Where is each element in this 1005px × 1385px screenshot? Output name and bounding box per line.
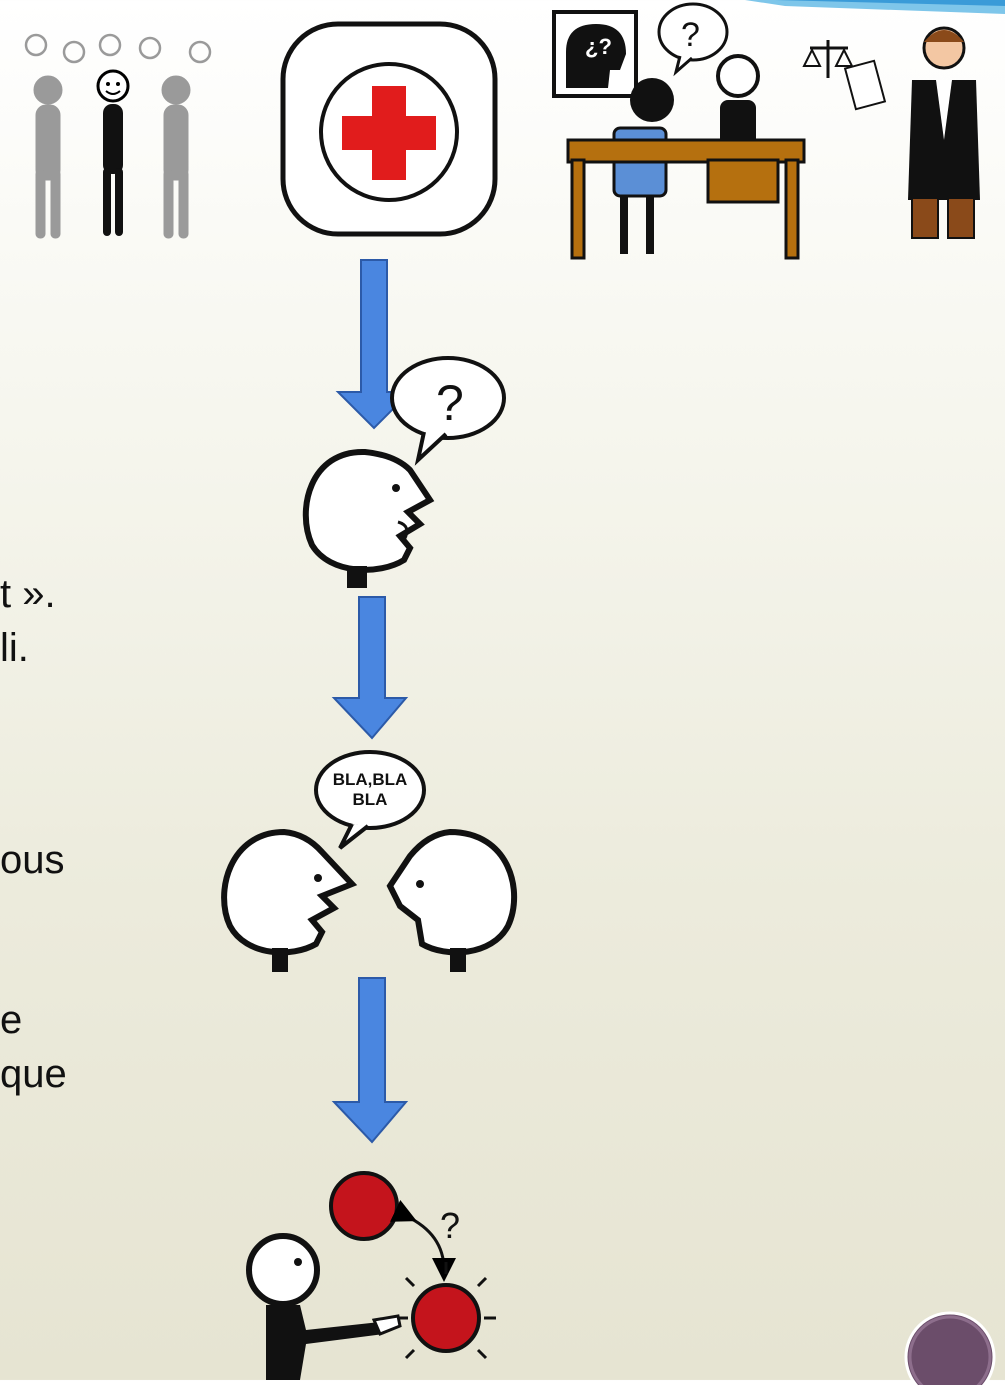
inverted-question-text: ¿? (585, 34, 612, 59)
bla-line-2: BLA (353, 790, 388, 809)
people-group-icon (24, 33, 212, 239)
body-text-fragment: li. (0, 626, 29, 670)
body-text-fragment: ous (0, 838, 65, 882)
psychology-consultation-icon: ¿? ? (552, 2, 806, 260)
bla-line-1: BLA,BLA (333, 770, 408, 789)
top-right-accent (745, 0, 1005, 14)
body-text-fragment: t ». (0, 572, 56, 616)
body-text-fragment: que (0, 1052, 67, 1096)
judge-icon (802, 26, 980, 239)
health-cross-thought-icon (280, 21, 498, 237)
conversation-icon: BLA,BLA BLA (221, 750, 518, 972)
choose-question-text: ? (440, 1205, 460, 1246)
body-text-fragment: e (0, 998, 23, 1042)
question-mark-text: ? (681, 16, 700, 54)
person-asking-icon: ? (302, 356, 506, 588)
slide-logo-icon (904, 1311, 996, 1385)
down-arrow-icon (331, 259, 413, 1144)
asking-question-text: ? (436, 375, 464, 431)
choose-object-icon: ? (246, 1171, 496, 1380)
